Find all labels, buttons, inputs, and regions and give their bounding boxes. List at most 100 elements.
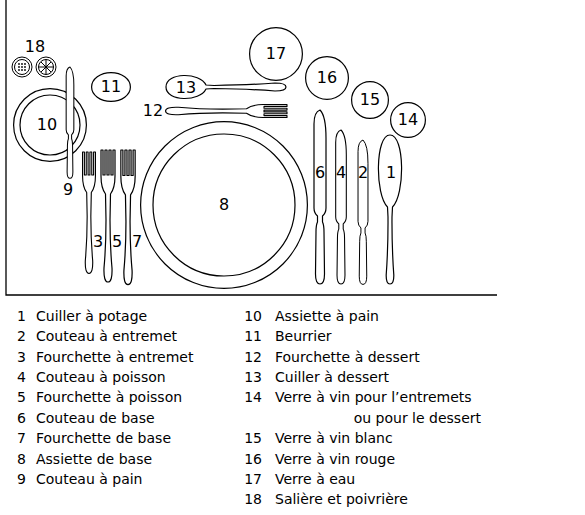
butter-dish-node: 11 <box>91 72 131 102</box>
legend-number: 18 <box>244 489 262 510</box>
fish-knife <box>336 130 347 284</box>
hole <box>24 69 26 71</box>
callout-number: 14 <box>398 112 418 128</box>
pepper-shaker <box>36 57 56 77</box>
salt-holes <box>18 63 26 71</box>
callout-number: 7 <box>132 234 142 250</box>
node-ring <box>250 28 303 81</box>
glass-node: 14 <box>390 102 426 138</box>
callout-number: 2 <box>358 165 368 181</box>
node-body: 14 <box>390 102 426 138</box>
hole <box>21 63 23 65</box>
item-name: Fourchette à dessert <box>275 347 420 368</box>
item-name: Assiette à pain <box>275 306 379 327</box>
item-name: Salière et poivrière <box>275 489 408 510</box>
item-name: Cuiller à dessert <box>275 367 389 388</box>
node-body: 17 <box>249 27 303 81</box>
callout-number: 3 <box>93 234 103 250</box>
legend-number: 17 <box>244 469 262 490</box>
dinner-fork <box>121 150 135 285</box>
callout-number: 18 <box>25 39 45 55</box>
callout-number: 9 <box>63 182 73 198</box>
cutlery <box>83 75 402 284</box>
node-ring <box>306 57 349 100</box>
bread-knife <box>66 67 74 178</box>
node-ring <box>14 89 87 162</box>
item-name: Verre à eau <box>275 469 355 490</box>
item-name: Fourchette à poisson <box>36 387 182 408</box>
legend-number: 12 <box>244 347 262 368</box>
node-ring <box>391 103 426 138</box>
soup-spoon <box>378 135 401 284</box>
glass-node: 15 <box>351 81 389 119</box>
hole <box>21 66 23 68</box>
hole <box>18 63 20 65</box>
item-name: Couteau à poisson <box>36 367 166 388</box>
callout-number: 1 <box>386 165 396 181</box>
legend-number: 4 <box>17 367 26 388</box>
item-name: Verre à vin blanc <box>275 428 393 449</box>
table-edge <box>6 0 497 295</box>
callout-number: 10 <box>37 117 57 133</box>
item-name: Verre à vin pour l’entremets ou pour le … <box>275 387 481 428</box>
salt-and-pepper <box>12 57 56 77</box>
dessert-fork-3 <box>83 152 96 273</box>
legend-number: 5 <box>17 387 26 408</box>
glass-node: 17 <box>249 27 303 81</box>
callout-number: 15 <box>360 92 380 108</box>
item-name: Couteau à pain <box>36 469 142 490</box>
salt-shaker <box>12 57 32 77</box>
legend-number: 16 <box>244 449 262 470</box>
legend-number: 13 <box>244 367 262 388</box>
plate-node: 10 <box>13 88 87 162</box>
legend-number: 9 <box>17 469 26 490</box>
dessert-knife <box>358 140 368 284</box>
callout-number: 8 <box>219 197 229 213</box>
node-oval <box>92 73 131 102</box>
salt-shaker-rim <box>15 60 30 75</box>
pepper-shaker-rim <box>39 60 54 75</box>
legend-number: 3 <box>17 347 26 368</box>
item-name: Fourchette à entremet <box>36 347 193 368</box>
legend-number: 10 <box>244 306 262 327</box>
item-name: Verre à vin rouge <box>275 449 395 470</box>
callout-number: 17 <box>266 46 286 62</box>
item-name: Assiette de base <box>36 449 152 470</box>
node-ring <box>153 134 295 276</box>
node-body: 16 <box>305 56 349 100</box>
hole <box>21 69 23 71</box>
callout-number: 12 <box>143 103 163 119</box>
legend-number: 14 <box>244 387 262 408</box>
legend-number: 7 <box>17 428 26 449</box>
dessert-fork-12 <box>166 105 287 118</box>
hole <box>18 66 20 68</box>
pepper-holes <box>39 60 54 75</box>
item-name: Fourchette de base <box>36 428 171 449</box>
hole <box>24 66 26 68</box>
node-body: 15 <box>351 81 389 119</box>
node-ring <box>141 122 308 289</box>
legend-number: 8 <box>17 449 26 470</box>
node-body: 8 <box>140 121 308 289</box>
item-name: Cuiller à potage <box>36 306 147 327</box>
legend-number: 6 <box>17 408 26 429</box>
legend-number: 1 <box>17 306 26 327</box>
dinner-knife <box>314 110 326 284</box>
callout-number: 6 <box>315 165 325 181</box>
callout-number: 13 <box>176 80 196 96</box>
plate-node: 8 <box>140 121 308 289</box>
callout-number: 5 <box>112 234 122 250</box>
item-name: Couteau à entremet <box>36 326 177 347</box>
callout-number: 11 <box>101 79 121 95</box>
legend-number: 11 <box>244 326 262 347</box>
fish-fork <box>101 150 115 282</box>
legend-number: 2 <box>17 326 26 347</box>
item-name: Beurrier <box>275 326 332 347</box>
callout-number: 4 <box>336 165 346 181</box>
item-name: Couteau de base <box>36 408 155 429</box>
glass-node: 16 <box>305 56 349 100</box>
legend-number: 15 <box>244 428 262 449</box>
hole <box>18 69 20 71</box>
